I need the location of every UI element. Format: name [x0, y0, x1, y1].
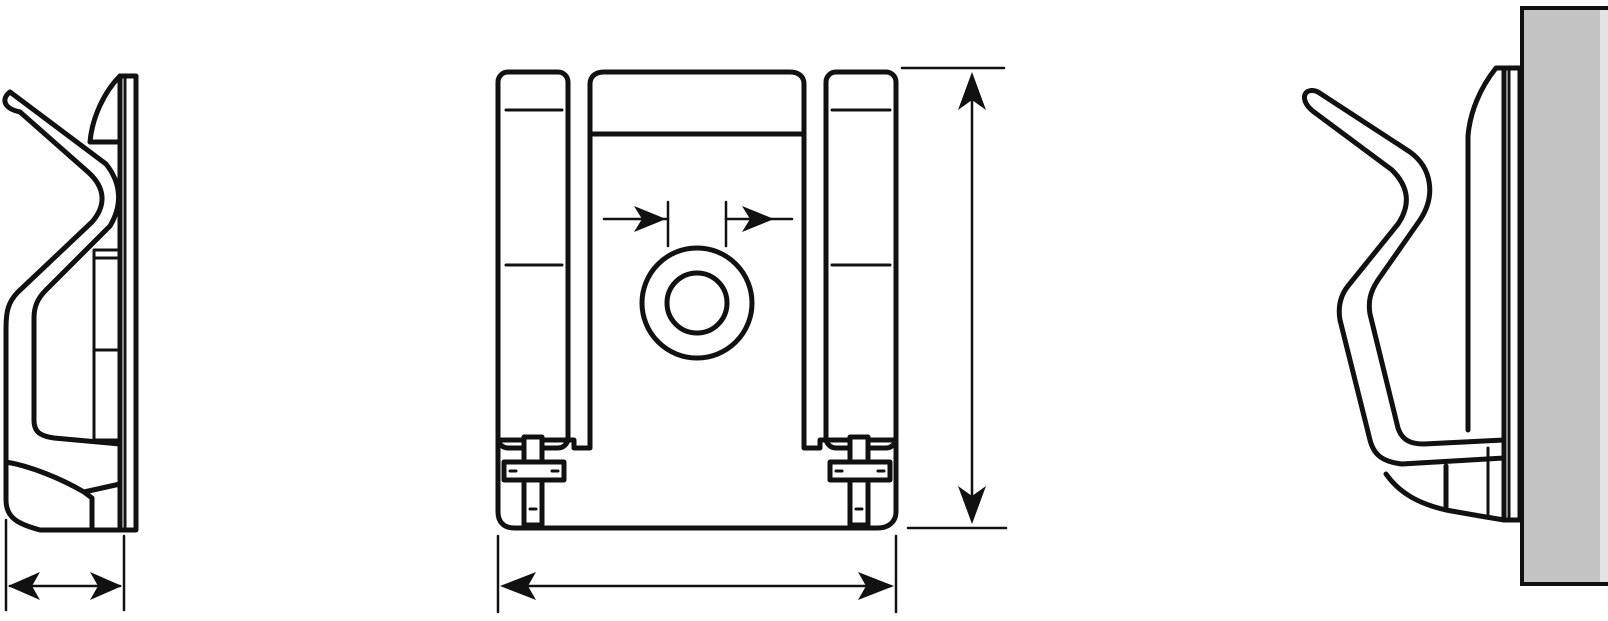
- front-left-leg: [495, 69, 571, 451]
- left-foot: [3, 459, 123, 533]
- left-spring-arm-inner: [7, 89, 123, 447]
- front-nut-inner-hole: [664, 270, 730, 336]
- hole-dim-arrow-left: [634, 206, 666, 232]
- hole-offset-dimension: [602, 200, 794, 248]
- right-spring-arm-outer: [1311, 109, 1507, 467]
- width-dim-arrow-left: [500, 572, 536, 600]
- left-back-plate: [117, 73, 139, 533]
- width-dimension: [496, 534, 898, 614]
- left-inner-tab: [92, 248, 122, 442]
- front-right-leg: [823, 69, 899, 451]
- left-dim-arrow-left: [8, 572, 40, 600]
- mounting-panel: [1520, 6, 1608, 586]
- left-hook-cap: [2, 89, 23, 115]
- hole-dim-arrow-right: [742, 206, 774, 232]
- height-dimension: [900, 66, 1008, 530]
- front-main-plate: [495, 69, 899, 531]
- left-spring-arm-outer: [3, 109, 123, 533]
- height-dim-arrow-top: [958, 72, 986, 110]
- side-view-left: [2, 73, 139, 612]
- right-back-plate: [1501, 65, 1523, 523]
- side-view-right-installed: [1302, 6, 1608, 586]
- front-right-barb: [827, 434, 893, 528]
- right-spring-arm-inner: [1315, 89, 1507, 447]
- left-top-lip: [87, 73, 123, 145]
- front-view: [495, 66, 1008, 614]
- left-dim-arrow-right: [90, 572, 122, 600]
- front-left-barb-bar: [501, 459, 567, 483]
- right-top-lip: [1465, 65, 1507, 433]
- right-hook-cap: [1302, 88, 1321, 115]
- height-dim-arrow-bottom: [958, 486, 986, 524]
- front-left-barb: [501, 434, 567, 528]
- front-nut-outer-ring: [639, 245, 755, 361]
- right-foot: [1383, 463, 1507, 523]
- mounting-panel-edge: [1600, 10, 1608, 582]
- left-thickness-dimension: [4, 518, 126, 612]
- front-right-barb-bar: [827, 459, 893, 483]
- width-dim-arrow-right: [858, 572, 894, 600]
